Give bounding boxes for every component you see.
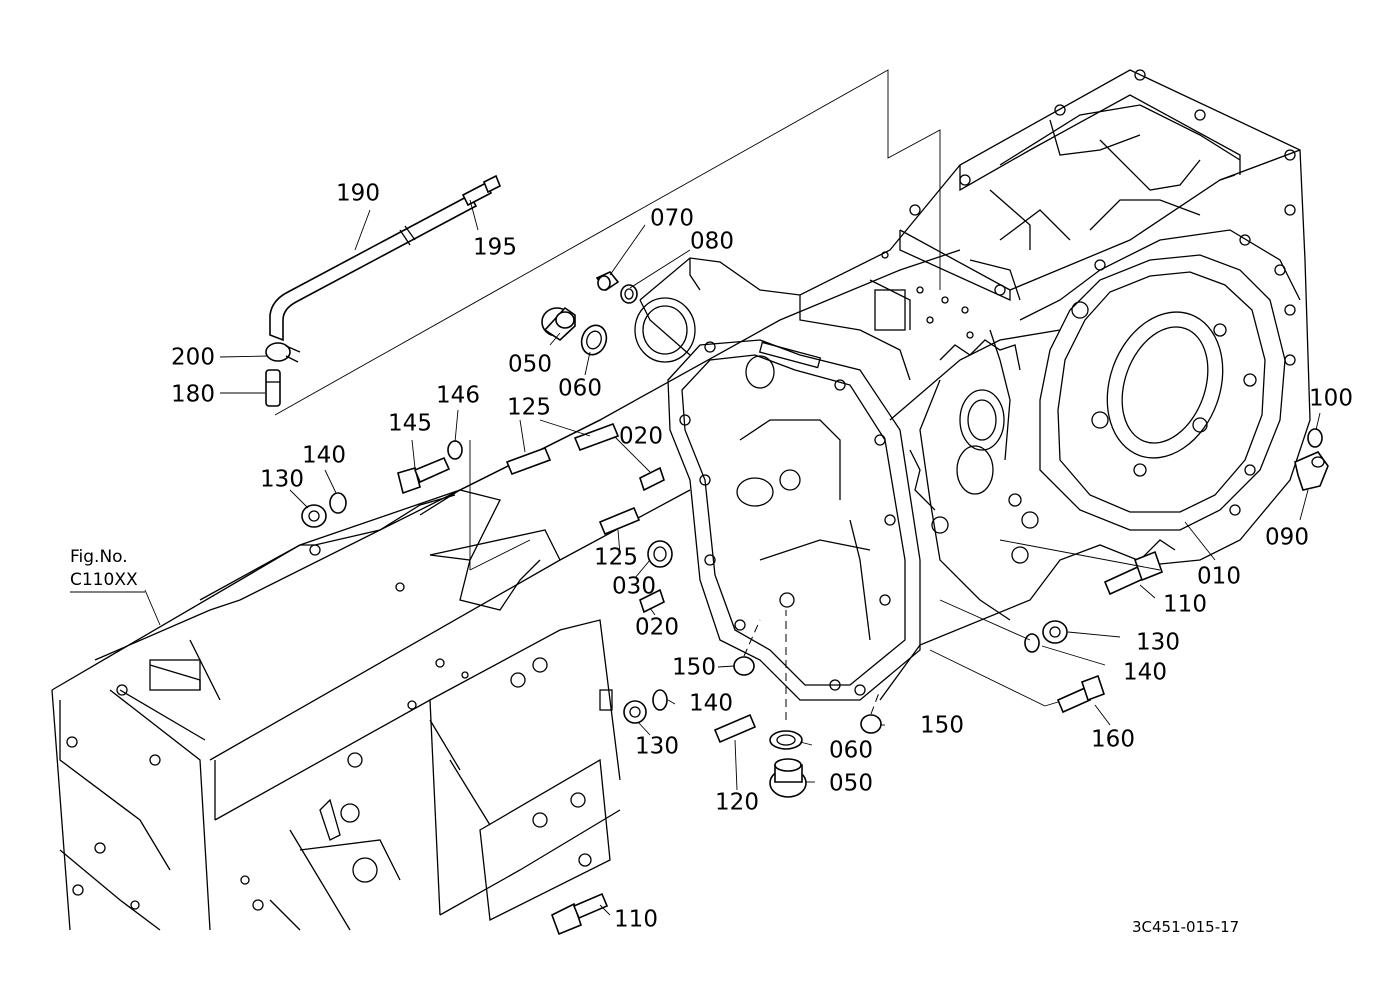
label-030: 030 bbox=[612, 574, 656, 600]
washer-060-bottom bbox=[769, 730, 803, 750]
label-060-bottom: 060 bbox=[829, 738, 873, 764]
elbow-090 bbox=[1294, 451, 1329, 491]
reference-frame bbox=[274, 69, 941, 571]
stud-125-lower bbox=[598, 506, 641, 536]
breather-fitting-195 bbox=[461, 174, 502, 207]
pin-020-lower bbox=[639, 588, 665, 614]
clamp-200 bbox=[265, 342, 301, 363]
washer-146 bbox=[447, 440, 463, 460]
plug-050-bottom bbox=[769, 758, 807, 798]
breather-pipe-190 bbox=[269, 193, 478, 342]
label-180: 180 bbox=[171, 382, 215, 408]
figure-reference: Fig.No. C110XX bbox=[70, 547, 145, 593]
fig-ref: C110XX bbox=[70, 570, 138, 590]
label-050-bottom: 050 bbox=[829, 771, 873, 797]
label-020-lower: 020 bbox=[635, 615, 679, 641]
stud-120 bbox=[713, 713, 757, 744]
label-145: 145 bbox=[388, 411, 432, 437]
label-120: 120 bbox=[715, 790, 759, 816]
gasket-plate-outline bbox=[667, 339, 921, 701]
label-100: 100 bbox=[1309, 386, 1353, 412]
plug-070 bbox=[595, 271, 620, 292]
label-110-bottom: 110 bbox=[614, 907, 658, 933]
label-150-lower: 150 bbox=[920, 713, 964, 739]
label-146: 146 bbox=[436, 383, 480, 409]
fig-no-label: Fig.No. bbox=[70, 547, 128, 567]
ring-030 bbox=[647, 540, 673, 568]
label-020-upper: 020 bbox=[619, 424, 663, 450]
part-labels: 190 195 070 080 200 180 050 060 145 146 … bbox=[171, 181, 1353, 933]
label-080: 080 bbox=[690, 229, 734, 255]
nut-130-right bbox=[1042, 620, 1068, 644]
leader-lines bbox=[144, 199, 1321, 916]
breather-cap-180 bbox=[265, 369, 281, 407]
label-010: 010 bbox=[1197, 564, 1241, 590]
label-140-right: 140 bbox=[1123, 660, 1167, 686]
label-090: 090 bbox=[1265, 525, 1309, 551]
washer-080 bbox=[620, 284, 638, 304]
label-195: 195 bbox=[473, 235, 517, 261]
label-050-top: 050 bbox=[508, 352, 552, 378]
label-190: 190 bbox=[336, 181, 380, 207]
bolt-110-bottom bbox=[551, 892, 609, 936]
plug-050-top bbox=[541, 306, 576, 342]
washer-140-left bbox=[329, 492, 347, 514]
label-110-right: 110 bbox=[1163, 592, 1207, 618]
label-130-left: 130 bbox=[260, 467, 304, 493]
label-160: 160 bbox=[1091, 727, 1135, 753]
plug-150-lower bbox=[860, 714, 882, 734]
drawing-code: 3C451-015-17 bbox=[1132, 918, 1239, 936]
label-130-right: 130 bbox=[1136, 630, 1180, 656]
pin-020-upper bbox=[639, 466, 665, 492]
label-070: 070 bbox=[650, 206, 694, 232]
fitting-160 bbox=[1056, 674, 1106, 714]
plug-150-upper bbox=[733, 656, 755, 676]
nut-130-mid bbox=[623, 700, 647, 724]
label-150-upper: 150 bbox=[672, 655, 716, 681]
washer-140-right bbox=[1024, 633, 1040, 653]
washer-140-mid bbox=[652, 689, 668, 711]
label-200: 200 bbox=[171, 345, 215, 371]
label-130-mid: 130 bbox=[635, 734, 679, 760]
label-140-mid: 140 bbox=[689, 691, 733, 717]
washer-060-top bbox=[580, 324, 608, 356]
stud-125-upper bbox=[505, 422, 620, 476]
bolt-110-right bbox=[1103, 550, 1164, 596]
label-060-top: 060 bbox=[558, 376, 602, 402]
transmission-case-outline bbox=[634, 69, 1311, 701]
label-125-lower: 125 bbox=[594, 545, 638, 571]
label-140-left: 140 bbox=[302, 443, 346, 469]
nut-130-left bbox=[301, 504, 327, 528]
bolt-145 bbox=[397, 456, 451, 495]
fitting-100 bbox=[1307, 428, 1323, 448]
label-125-upper: 125 bbox=[507, 395, 551, 421]
